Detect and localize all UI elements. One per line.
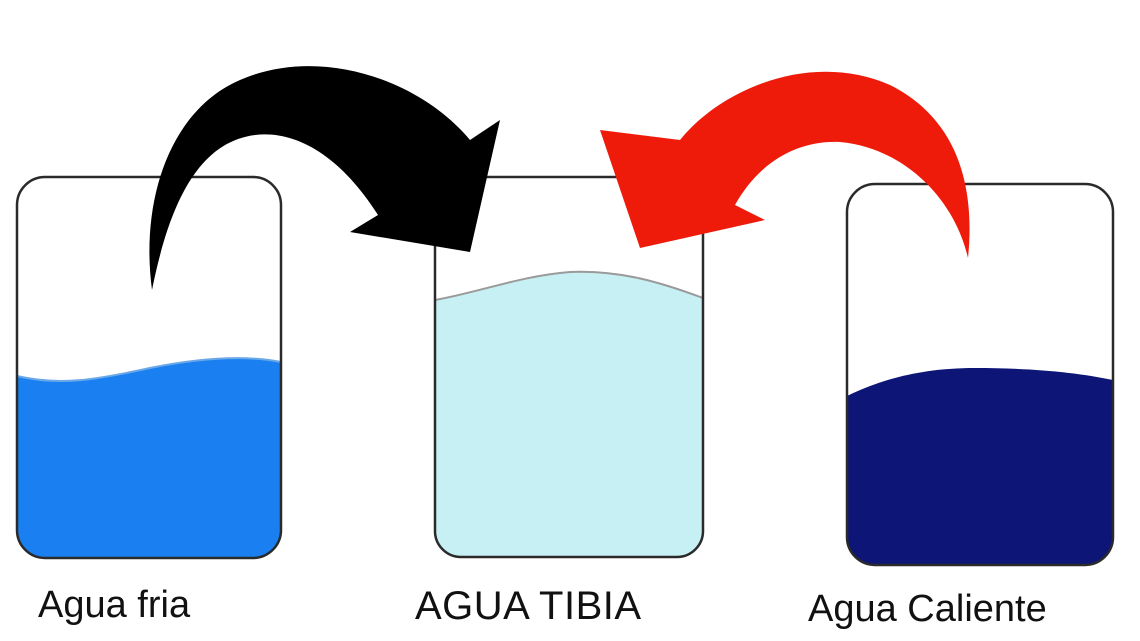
warm-water-surface bbox=[434, 270, 704, 301]
cold-water-beaker bbox=[15, 175, 283, 560]
label-cold-water: Agua fria bbox=[38, 584, 191, 626]
warm-beaker-outline bbox=[433, 175, 705, 559]
label-hot-water: Agua Caliente bbox=[808, 588, 1047, 630]
cold-water-fill bbox=[17, 358, 281, 558]
warm-water-fill bbox=[435, 271, 703, 557]
hot-beaker-outline bbox=[845, 182, 1115, 567]
label-warm-water: AGUA TIBIA bbox=[415, 584, 642, 628]
hot-water-beaker bbox=[845, 182, 1115, 567]
cold-beaker-outline bbox=[15, 175, 283, 560]
black-arrow-icon bbox=[149, 66, 500, 290]
warm-water-beaker bbox=[433, 175, 705, 559]
cold-water-surface bbox=[16, 357, 282, 383]
hot-water-fill bbox=[847, 368, 1113, 565]
red-arrow-icon bbox=[600, 71, 970, 258]
